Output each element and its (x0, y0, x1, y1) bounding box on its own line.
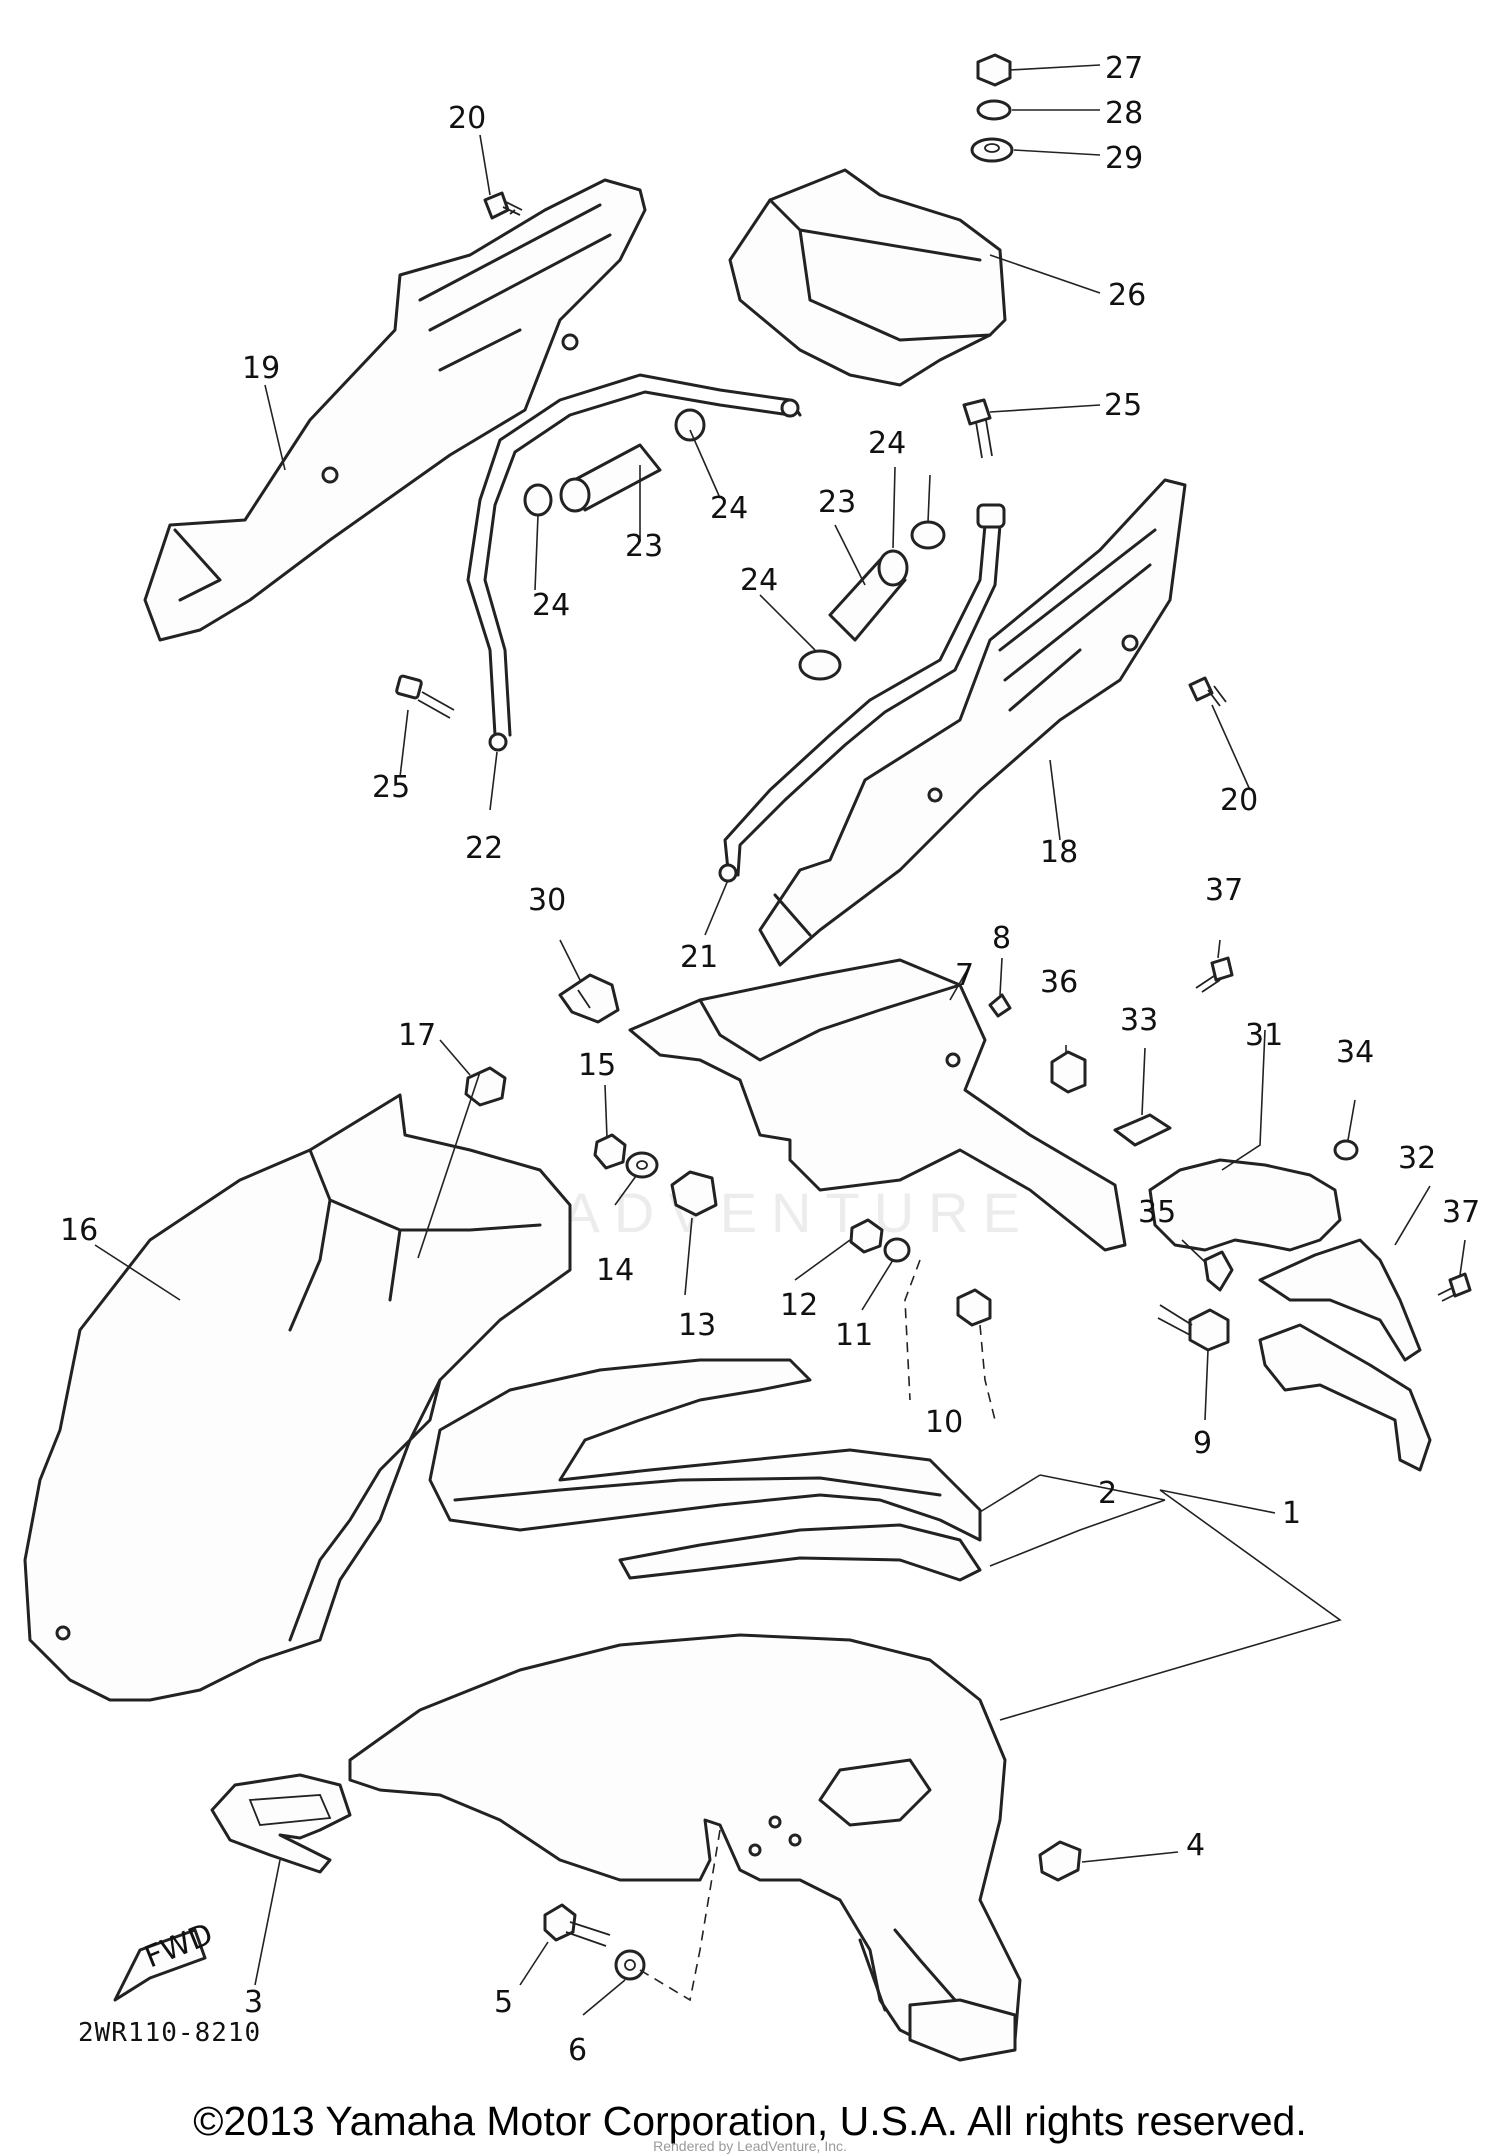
part-16-inner-fender (23, 1093, 572, 1702)
callout-17: 17 (398, 1018, 436, 1053)
part-25-bolt-left (395, 674, 455, 719)
callout-18: 18 (1040, 835, 1078, 870)
part-18-right-side-cover (758, 478, 1187, 967)
part-17-clip (464, 1066, 507, 1107)
part-3-fender-trim (210, 1773, 352, 1874)
callout-4: 4 (1186, 1828, 1205, 1863)
part-9-bolt (1157, 1304, 1230, 1352)
part-23-left-sleeve (523, 408, 706, 517)
part-20-bolt-right (1188, 676, 1227, 707)
callout-37-top: 37 (1205, 873, 1243, 908)
callout-22: 22 (465, 831, 503, 866)
callout-7: 7 (955, 958, 974, 993)
part-31-taillight-bracket (1148, 1158, 1342, 1252)
callout-31: 31 (1245, 1018, 1283, 1053)
callout-34: 34 (1336, 1035, 1374, 1070)
callout-1: 1 (1282, 1496, 1301, 1531)
part-8-clip (988, 993, 1012, 1018)
part-11-washer (883, 1237, 911, 1263)
callout-23-right: 23 (818, 485, 856, 520)
callout-16: 16 (60, 1213, 98, 1248)
diagram-code: 2WR110-8210 (78, 2018, 262, 2048)
leader-lines (94, 64, 1466, 2016)
part-12-nut (849, 1218, 884, 1254)
callout-3: 3 (244, 1985, 263, 2020)
part-37-screw-top (1195, 956, 1234, 993)
callout-2: 2 (1098, 1476, 1117, 1511)
callout-24-c: 24 (868, 426, 906, 461)
part-21-right-brace (718, 503, 1006, 883)
callout-12: 12 (780, 1288, 818, 1323)
callout-20-right: 20 (1220, 783, 1258, 818)
callout-13: 13 (678, 1308, 716, 1343)
callout-25-right: 25 (1104, 388, 1142, 423)
callout-33: 33 (1120, 1003, 1158, 1038)
callout-5: 5 (494, 1985, 513, 2020)
part-32-license-plate-bracket (1258, 1238, 1432, 1472)
callout-8: 8 (992, 921, 1011, 956)
part-33-pad (1113, 1113, 1172, 1147)
callout-29: 29 (1105, 141, 1143, 176)
callout-10: 10 (925, 1405, 963, 1440)
part-27-29-hardware (970, 53, 1014, 163)
part-6-washer (614, 1949, 646, 1981)
callout-15: 15 (578, 1048, 616, 1083)
copyright-notice: ©2013 Yamaha Motor Corporation, U.S.A. A… (193, 2098, 1307, 2144)
callout-20-top: 20 (448, 101, 486, 136)
part-2-pads (428, 1358, 982, 1582)
part-15-nut (593, 1133, 627, 1170)
callout-6: 6 (568, 2033, 587, 2068)
footer-note: Rendered by LeadVenture, Inc. (653, 2138, 847, 2154)
part-13-collar (670, 1170, 718, 1217)
callout-9: 9 (1193, 1426, 1212, 1461)
callout-26: 26 (1108, 278, 1146, 313)
fwd-arrow-icon: FWD (113, 1917, 218, 2002)
callout-24-d: 24 (740, 563, 778, 598)
part-7-fender-stay (628, 958, 1127, 1252)
part-26-cover (728, 168, 1007, 387)
callout-21: 21 (680, 940, 718, 975)
part-14-washer (625, 1151, 659, 1179)
part-25-bolt-right (962, 398, 993, 459)
callout-11: 11 (835, 1318, 873, 1353)
part-5-bolt (543, 1903, 611, 1947)
part-22-left-brace (466, 373, 802, 752)
part-19-left-side-cover (143, 178, 647, 642)
callout-35: 35 (1138, 1195, 1176, 1230)
callout-32: 32 (1398, 1141, 1436, 1176)
callout-labels: 1 2 3 4 5 6 7 8 9 10 11 12 13 14 15 16 1… (60, 51, 1480, 2068)
callout-19: 19 (242, 351, 280, 386)
callout-23-left: 23 (625, 529, 663, 564)
part-4-bolt (1038, 1840, 1082, 1882)
callout-25-left: 25 (372, 770, 410, 805)
part-10-bracket (904, 1259, 996, 1421)
part-30-grommet (558, 973, 620, 1024)
callout-30: 30 (528, 883, 566, 918)
callout-24-a: 24 (532, 588, 570, 623)
part-37-screw-right (1437, 1272, 1472, 1302)
part-35-clip (1203, 1250, 1234, 1292)
part-1-rear-fender (348, 1633, 1022, 2062)
part-20-bolt-top (483, 191, 523, 220)
callout-14: 14 (596, 1253, 634, 1288)
callout-27: 27 (1105, 51, 1143, 86)
part-34-grommet (1333, 1139, 1359, 1161)
part-23-right-sleeve (798, 520, 946, 681)
callout-28: 28 (1105, 96, 1143, 131)
callout-24-b: 24 (710, 491, 748, 526)
callout-37-right: 37 (1442, 1195, 1480, 1230)
part-36-collar (1050, 1050, 1087, 1094)
callout-36: 36 (1040, 965, 1078, 1000)
